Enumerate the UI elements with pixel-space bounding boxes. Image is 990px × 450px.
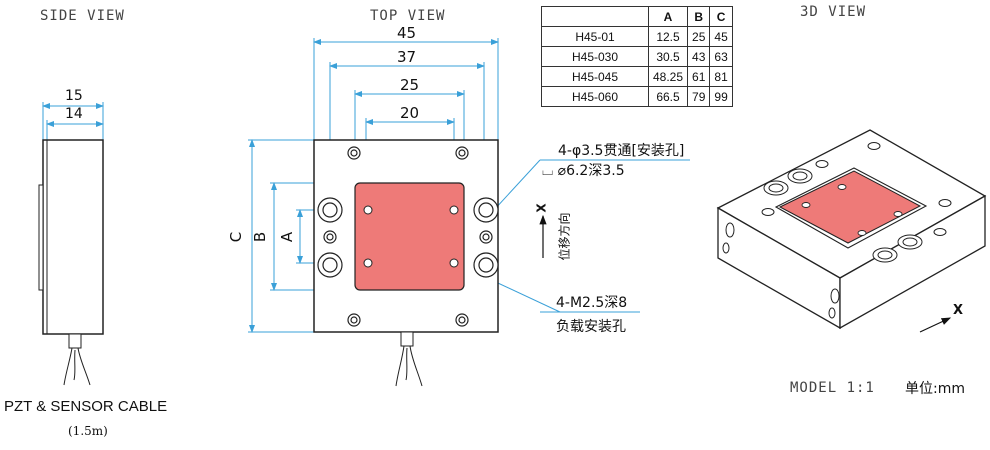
model-name: H45-045 bbox=[541, 66, 649, 87]
value-c: 63 bbox=[709, 46, 733, 67]
table-row: H45-045 48.25 61 81 bbox=[541, 66, 733, 87]
load-hole-callout: 负载安装孔 bbox=[556, 319, 626, 335]
value-a: 30.5 bbox=[647, 46, 689, 67]
value-a: 12.5 bbox=[647, 26, 689, 47]
value-a: 66.5 bbox=[647, 86, 689, 107]
table-row: H45-01 12.5 25 45 bbox=[541, 26, 733, 47]
top-view-title: TOP VIEW bbox=[370, 8, 446, 24]
counterbore-callout: ⌴ ⌀6.2深3.5 bbox=[542, 163, 625, 179]
dim-45: 45 bbox=[397, 24, 417, 42]
3d-view-title: 3D VIEW bbox=[800, 4, 867, 20]
top-view bbox=[248, 38, 690, 387]
value-b: 61 bbox=[687, 66, 711, 87]
cable-length: (1.5m) bbox=[68, 424, 108, 438]
dim-14: 14 bbox=[65, 106, 83, 122]
dim-15: 15 bbox=[65, 88, 83, 104]
value-a: 48.25 bbox=[647, 66, 689, 87]
header-a: A bbox=[647, 6, 689, 27]
through-hole-callout: 4-φ3.5贯通[安装孔] bbox=[558, 143, 685, 159]
spec-table: A B C H45-01 12.5 25 45 H45-030 30.5 43 … bbox=[541, 6, 733, 107]
dim-b: B bbox=[251, 231, 270, 243]
header-b: B bbox=[687, 6, 711, 27]
x-axis-label: X bbox=[534, 203, 549, 213]
table-row: H45-060 66.5 79 99 bbox=[541, 86, 733, 107]
unit-label: 单位:mm bbox=[905, 381, 965, 397]
side-view bbox=[38, 102, 104, 386]
value-c: 81 bbox=[709, 66, 733, 87]
model-name: H45-060 bbox=[541, 86, 649, 107]
value-c: 45 bbox=[709, 26, 733, 47]
value-c: 99 bbox=[709, 86, 733, 107]
model-scale: MODEL 1:1 bbox=[790, 380, 875, 396]
header-name bbox=[541, 6, 649, 27]
spec-table-header: A B C bbox=[541, 6, 733, 27]
direction-label: 位移方向 bbox=[557, 212, 572, 261]
model-name: H45-01 bbox=[541, 26, 649, 47]
m25-callout: 4-M2.5深8 bbox=[556, 295, 628, 311]
model-name: H45-030 bbox=[541, 46, 649, 67]
value-b: 79 bbox=[687, 86, 711, 107]
dim-37: 37 bbox=[397, 48, 417, 66]
dim-a: A bbox=[278, 231, 297, 243]
dim-c: C bbox=[227, 231, 246, 243]
side-view-title: SIDE VIEW bbox=[40, 8, 125, 24]
value-b: 43 bbox=[687, 46, 711, 67]
table-row: H45-030 30.5 43 63 bbox=[541, 46, 733, 67]
cable-title: PZT & SENSOR CABLE bbox=[4, 398, 168, 415]
3d-view bbox=[716, 129, 987, 333]
dim-25: 25 bbox=[400, 76, 420, 94]
x-axis-3d-label: X bbox=[953, 303, 964, 318]
value-b: 25 bbox=[687, 26, 711, 47]
header-c: C bbox=[709, 6, 733, 27]
dim-20: 20 bbox=[400, 104, 420, 122]
